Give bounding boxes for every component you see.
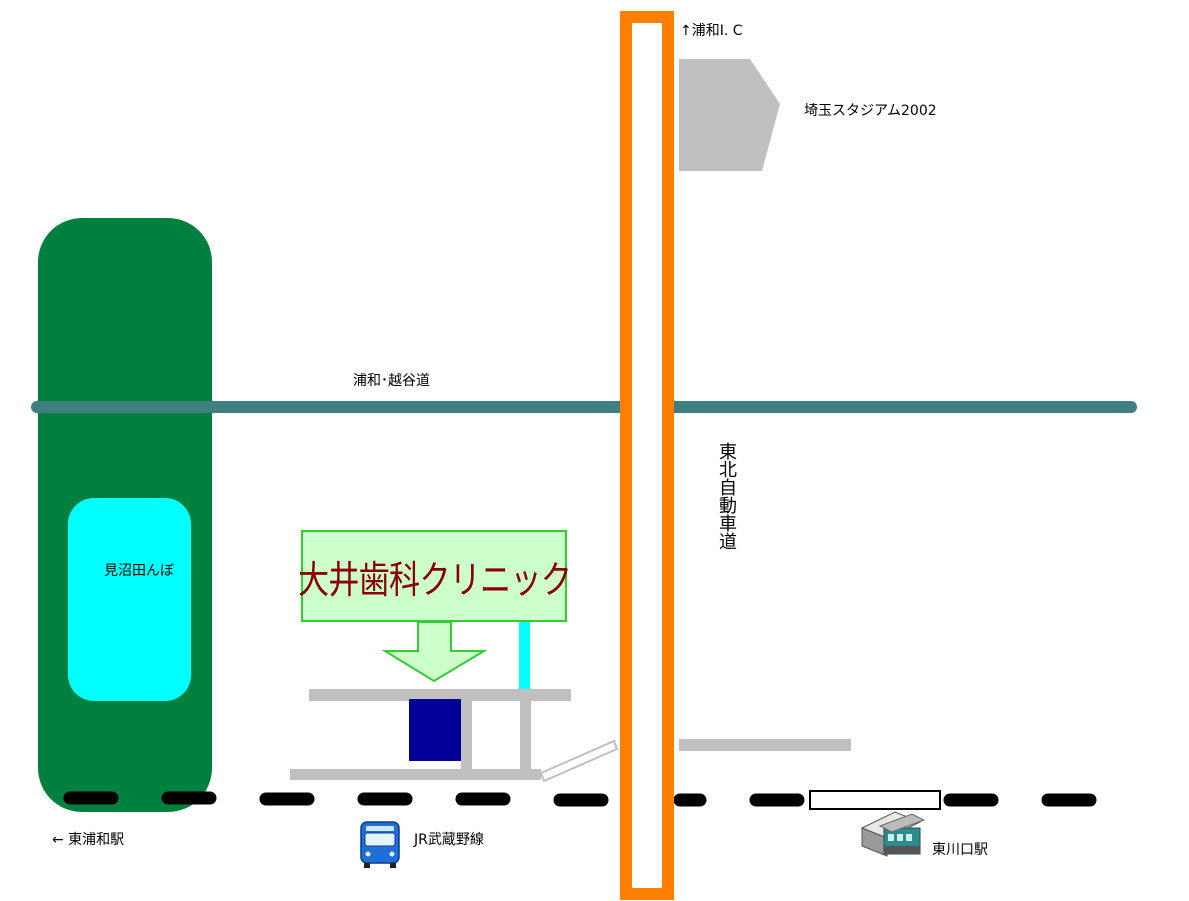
jr-railway-line: [63, 791, 1097, 807]
clinic-building: [409, 699, 461, 761]
clinic-sign: 大井歯科クリニック: [297, 530, 571, 622]
higashi-urawa-station-label: ← 東浦和駅: [52, 832, 125, 848]
road-label: 浦和･越谷道: [353, 373, 430, 389]
diagonal-road: [539, 739, 619, 783]
local-road-upper: [309, 689, 571, 701]
station-building-icon: [860, 811, 926, 857]
paddy-label: 見沼田んぼ: [104, 563, 174, 579]
expressway-label: 東北自動車道: [716, 442, 737, 550]
tohoku-expressway: [620, 11, 674, 900]
station-platform: [809, 790, 941, 810]
railway-label: JR武蔵野線: [414, 832, 484, 848]
local-road-vertical-2: [520, 689, 531, 769]
train-icon: [360, 821, 400, 868]
stadium-arrow-icon: [679, 59, 780, 171]
stadium-label: 埼玉スタジアム2002: [804, 103, 937, 119]
higashi-kawaguchi-station-label: 東川口駅: [932, 842, 988, 858]
local-road-east: [679, 739, 851, 751]
clinic-name: 大井歯科クリニック: [297, 557, 571, 602]
cyan-path: [519, 622, 530, 689]
local-road-lower: [290, 769, 541, 780]
paddy-field: [68, 498, 191, 701]
urawa-ic-label: ↑浦和I. C: [680, 23, 743, 39]
local-road-vertical-1: [461, 689, 472, 769]
down-arrow-icon: [381, 621, 488, 683]
